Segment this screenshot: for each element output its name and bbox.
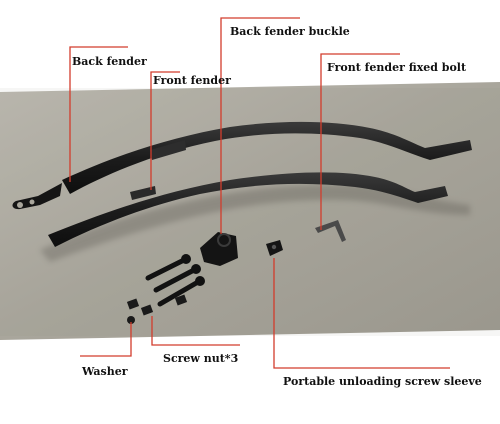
label-front-fender-fixed-bolt: Front fender fixed bolt [327,61,467,74]
screws [145,254,205,307]
leader-screw-nut [151,316,240,346]
leader-lines [69,17,450,369]
screw-nut [126,298,140,310]
back-fender [62,121,472,194]
label-screw-nut: Screw nut*3 [163,352,239,365]
leader-front-fender-fixed-bolt [320,53,400,230]
screw-nut [140,304,154,316]
front-fender-bracket [130,186,156,200]
stay-hole [17,202,23,208]
pavement-background [0,82,500,340]
screw-head [195,276,205,286]
label-front-fender: Front fender [153,74,231,87]
back-fender-stay [12,183,62,210]
label-back-fender: Back fender [72,55,147,68]
screw [145,257,187,281]
screw-sleeve-hole [271,244,277,250]
stay-hole [29,199,35,205]
back-fender-buckle [200,232,238,266]
front-fender-fixed-bolt [315,220,346,242]
fender-shadow [40,184,470,262]
leader-front-fender [150,71,180,190]
leader-back-fender-buckle [220,17,300,234]
washer [127,316,135,324]
leader-washer [80,322,132,357]
screw [157,279,201,307]
front-fender [48,172,448,247]
back-fender-ridge [150,140,186,160]
label-back-fender-buckle: Back fender buckle [230,25,350,38]
label-portable-unloading-screw-sleeve: Portable unloading screw sleeve [283,375,482,388]
buckle-ring [217,233,231,247]
leader-back-fender [69,46,128,182]
screw-nut [174,294,188,306]
leader-screw-sleeve [273,258,450,369]
screw-head [191,264,201,274]
screw-head [181,254,191,264]
label-washer: Washer [82,365,128,378]
screw [153,267,197,293]
